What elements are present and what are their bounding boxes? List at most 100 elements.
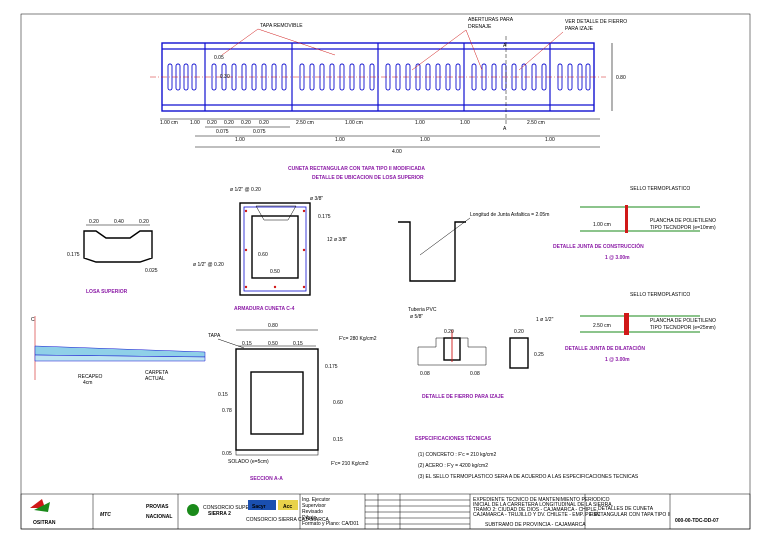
svg-text:1.00: 1.00 (415, 120, 425, 126)
svg-text:ø 1/2" @ 0.20: ø 1/2" @ 0.20 (193, 262, 224, 268)
svg-text:SOLADO (e=5cm): SOLADO (e=5cm) (228, 459, 269, 465)
junta-dilatacion-detail: SELLO TERMOPLASTICO 2.50 cm PLANCHA DE P… (565, 292, 716, 363)
svg-text:Supervisor: Supervisor (302, 503, 326, 509)
svg-text:0.20: 0.20 (139, 219, 149, 225)
svg-text:ø 1/2" @ 0.20: ø 1/2" @ 0.20 (230, 187, 261, 193)
seccion-title: SECCION A-A (250, 476, 283, 482)
specs-title: ESPECIFICACIONES TÉCNICAS (415, 434, 492, 442)
armadura-detail: ø 1/2" @ 0.20 ø 3/8" 0.175 12 ø 3/8" 0.6… (193, 187, 347, 312)
svg-text:4cm: 4cm (83, 380, 92, 386)
svg-text:0.60: 0.60 (258, 252, 268, 258)
svg-text:OSITRAN: OSITRAN (33, 520, 56, 526)
junta-asfaltica-detail: Longitud de Junta Asfaltica = 2.05m (398, 212, 549, 282)
sheet-border (20, 13, 751, 530)
dim-total: 4.00 (392, 149, 402, 155)
svg-text:2.50 cm: 2.50 cm (296, 120, 314, 126)
svg-text:TRAMO 2: CIUDAD DE DIOS - CAJA: TRAMO 2: CIUDAD DE DIOS - CAJAMARCA - CH… (473, 507, 598, 513)
svg-text:0.08: 0.08 (420, 371, 430, 377)
svg-text:(1) CONCRETO : F'c = 210: (1) CONCRETO : F'c = 210 kg/cm2 (418, 452, 496, 458)
svg-text:0.075: 0.075 (216, 129, 229, 135)
svg-text:MTC: MTC (100, 512, 111, 518)
svg-text:0.20: 0.20 (241, 120, 251, 126)
svg-text:1.00 cm: 1.00 cm (345, 120, 363, 126)
svg-text:0.05: 0.05 (222, 451, 232, 457)
svg-text:0.08: 0.08 (470, 371, 480, 377)
svg-text:0.78: 0.78 (222, 408, 232, 414)
svg-text:0.20: 0.20 (259, 120, 269, 126)
dim-0-05: 0.05 (214, 55, 224, 61)
izaje-title: DETALLE DE FIERRO PARA IZAJE (422, 394, 505, 400)
svg-text:0.60: 0.60 (333, 400, 343, 406)
plan-subtitle: DETALLE DE UBICACION DE LOSA SUPERIOR (312, 175, 424, 181)
svg-text:PLANCHA DE POLIETILENO: PLANCHA DE POLIETILENO (650, 218, 716, 224)
svg-text:F'c= 210 Kg/cm2: F'c= 210 Kg/cm2 (331, 461, 369, 467)
svg-text:0.50: 0.50 (270, 269, 280, 275)
dim-height: 0.80 (616, 75, 626, 81)
tapa-removible-label: TAPA REMOVIBLE (260, 23, 303, 29)
svg-text:ø 3/8": ø 3/8" (310, 196, 323, 202)
svg-text:EXPEDIENTE TECNICO DE MANTENIM: EXPEDIENTE TECNICO DE MANTENIMIENTO PERI… (473, 497, 610, 503)
svg-text:1.00: 1.00 (460, 120, 470, 126)
svg-text:SIERRA 2: SIERRA 2 (208, 511, 231, 517)
svg-text:CONSORCIO SIERRA CAJAMARCA: CONSORCIO SIERRA CAJAMARCA (246, 517, 329, 523)
svg-text:0.025: 0.025 (145, 268, 158, 274)
svg-text:SELLO TERMOPLASTICO: SELLO TERMOPLASTICO (630, 292, 690, 298)
svg-text:ø 5/8": ø 5/8" (410, 314, 423, 320)
svg-text:0.15: 0.15 (293, 341, 303, 347)
svg-text:0.175: 0.175 (318, 214, 331, 220)
junta-dilatacion-title: DETALLE JUNTA DE DILATACIÓN (565, 344, 645, 352)
svg-text:Sacyr: Sacyr (252, 504, 266, 510)
svg-text:1.00: 1.00 (335, 137, 345, 143)
svg-text:1.00: 1.00 (545, 137, 555, 143)
svg-text:C: C (31, 317, 35, 323)
losa-title: LOSA SUPERIOR (86, 289, 128, 295)
svg-text:TIPO TECNOPOR (e=10mm): TIPO TECNOPOR (e=10mm) (650, 225, 716, 231)
svg-text:12 ø 3/8": 12 ø 3/8" (327, 237, 347, 243)
ver-detalle-label-2: PARA IZAJE (565, 26, 594, 32)
svg-text:1.00 cm: 1.00 cm (593, 222, 611, 228)
svg-text:0.40: 0.40 (114, 219, 124, 225)
svg-text:PLANCHA DE POLIETILENO: PLANCHA DE POLIETILENO (650, 318, 716, 324)
svg-text:Dibujo: Dibujo (302, 515, 316, 521)
svg-text:Ing. Ejecutor: Ing. Ejecutor (302, 497, 330, 503)
svg-text:0.15: 0.15 (333, 437, 343, 443)
svg-text:Formato y Plano: CA/D01: Formato y Plano: CA/D01 (302, 521, 359, 527)
svg-text:0.15: 0.15 (218, 392, 228, 398)
junta-construccion-title: DETALLE JUNTA DE CONSTRUCCIÓN (553, 242, 644, 250)
svg-text:1 @ 3.00m: 1 @ 3.00m (605, 255, 630, 261)
svg-text:0.20: 0.20 (89, 219, 99, 225)
drawing-title-2: RECTANGULAR CON TAPA TIPO II (590, 512, 670, 518)
svg-text:1.00: 1.00 (235, 137, 245, 143)
svg-text:1.00: 1.00 (190, 120, 200, 126)
ositran-logo: OSITRAN (30, 499, 56, 526)
svg-text:1.00 cm: 1.00 cm (160, 120, 178, 126)
plan-title: CUNETA RECTANGULAR CON TAPA TIPO II MODI… (288, 166, 425, 172)
svg-text:0.20: 0.20 (224, 120, 234, 126)
svg-text:F'c= 280 Kg/cm2: F'c= 280 Kg/cm2 (339, 336, 377, 342)
svg-text:CONSORCIO SUPERVISOR: CONSORCIO SUPERVISOR (203, 505, 268, 511)
svg-text:1.00: 1.00 (420, 137, 430, 143)
svg-text:2.50 cm: 2.50 cm (527, 120, 545, 126)
svg-text:0.20: 0.20 (444, 329, 454, 335)
consorcio-supervisor-logo: CONSORCIO SUPERVISOR SIERRA 2 (187, 504, 268, 517)
mtc-logo: MTC PROVIAS NACIONAL (100, 504, 172, 520)
svg-text:Acc: Acc (283, 504, 292, 510)
svg-text:0.20: 0.20 (207, 120, 217, 126)
section-mark-bottom: A (503, 126, 507, 132)
drawing-title-1: DETALLES DE CUNETA (598, 506, 654, 512)
plan-view: A A TAPA REMOVIBLE ABERTURAS PARA DRENAJ… (150, 17, 627, 181)
svg-text:CAJAMARCA - TRUJILLO Y DV. CHI: CAJAMARCA - TRUJILLO Y DV. CHILETE - EMP… (473, 512, 600, 518)
svg-text:SUBTRAMO DE PROVINCIA - CAJAMA: SUBTRAMO DE PROVINCIA - CAJAMARCA (485, 522, 586, 528)
izaje-detail: Tuberia PVC ø 5/8" 1 ø 1/2" 0.20 0.08 0.… (408, 307, 554, 400)
svg-text:TAPA: TAPA (208, 333, 221, 339)
svg-text:Revisado: Revisado (302, 509, 323, 515)
svg-text:2.50 cm: 2.50 cm (593, 323, 611, 329)
svg-text:1 @ 3.00m: 1 @ 3.00m (605, 357, 630, 363)
svg-text:0.20: 0.20 (514, 329, 524, 335)
aberturas-label-1: ABERTURAS PARA (468, 17, 514, 23)
armadura-title: ARMADURA CUNETA C-4 (234, 306, 295, 312)
svg-text:(2) ACERO : F'y = 420: (2) ACERO : F'y = 4200 kg/cm2 (418, 463, 488, 469)
svg-text:0.25: 0.25 (534, 352, 544, 358)
